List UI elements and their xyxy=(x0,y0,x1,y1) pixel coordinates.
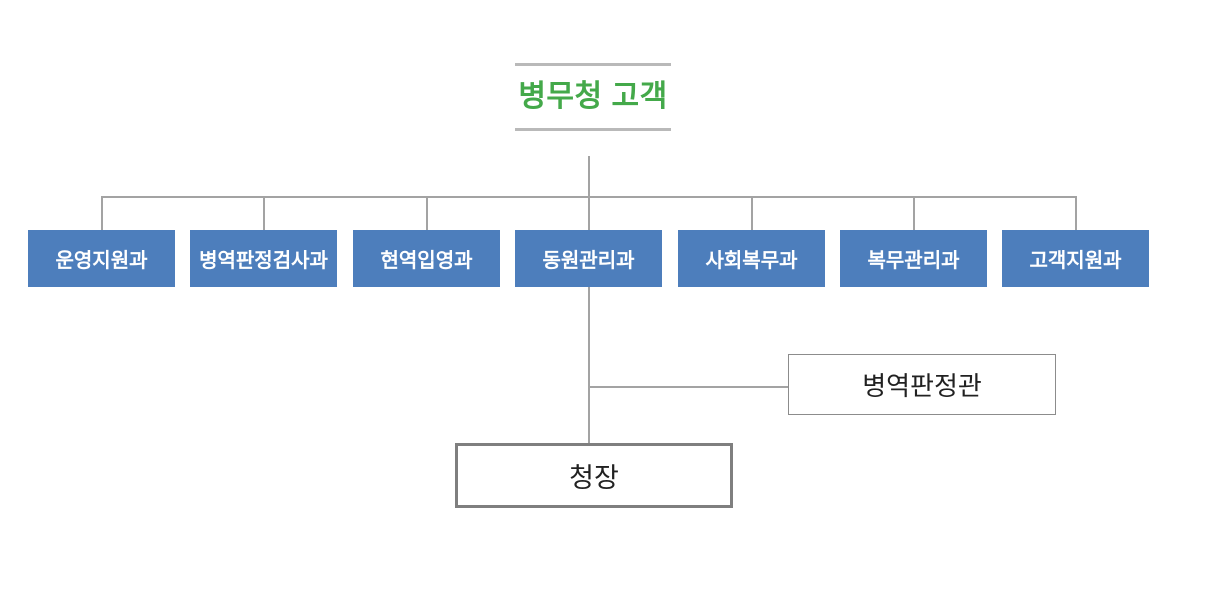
dept-label: 동원관리과 xyxy=(542,250,635,272)
connector-drop-6 xyxy=(913,196,915,230)
dept-label: 복무관리과 xyxy=(867,250,960,272)
connector-rail xyxy=(101,196,1076,198)
connector-drop-5 xyxy=(751,196,753,230)
connector-drop-2 xyxy=(263,196,265,230)
dept-label: 운영지원과 xyxy=(55,250,148,272)
dept-box-1: 운영지원과 xyxy=(28,230,175,287)
dept-box-5: 사회복무과 xyxy=(678,230,825,287)
dept-box-6: 복무관리과 xyxy=(840,230,987,287)
dept-box-4: 동원관리과 xyxy=(515,230,662,287)
title-rule-top xyxy=(515,63,671,66)
connector-lower-stem xyxy=(588,287,590,443)
commissioner-box: 청장 xyxy=(455,443,733,508)
dept-box-7: 고객지원과 xyxy=(1002,230,1149,287)
connector-title-stem xyxy=(588,156,590,230)
adjudicator-label: 병역판정관 xyxy=(862,371,982,401)
title-rule-bottom xyxy=(515,128,671,131)
dept-label: 현역입영과 xyxy=(380,250,473,272)
connector-drop-3 xyxy=(426,196,428,230)
dept-label: 병역판정검사과 xyxy=(199,250,328,272)
dept-label: 사회복무과 xyxy=(705,250,798,272)
chart-title-block: 병무청 고객 xyxy=(515,63,671,131)
dept-box-2: 병역판정검사과 xyxy=(190,230,337,287)
commissioner-label: 청장 xyxy=(569,463,619,493)
adjudicator-box: 병역판정관 xyxy=(788,354,1056,415)
dept-box-3: 현역입영과 xyxy=(353,230,500,287)
connector-drop-7 xyxy=(1075,196,1077,230)
connector-adjudicator-branch xyxy=(588,386,788,388)
chart-title: 병무청 고객 xyxy=(518,80,668,113)
dept-label: 고객지원과 xyxy=(1029,250,1122,272)
connector-drop-1 xyxy=(101,196,103,230)
